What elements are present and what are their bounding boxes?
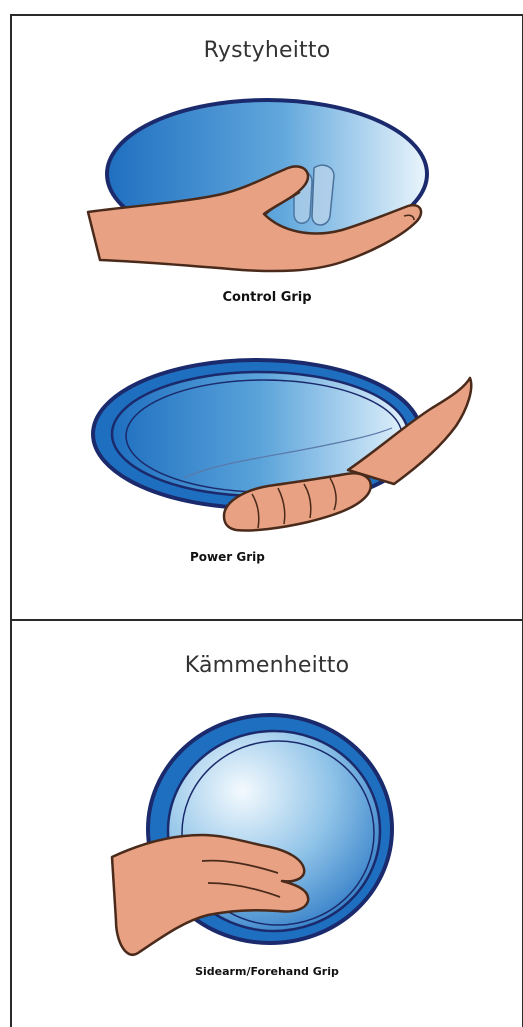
backhand-panel: Rystyheitto Control Grip — [10, 14, 523, 621]
forehand-panel: Kämmenheitto Sidearm/Forehand Grip — [10, 619, 523, 1027]
power-grip-hand-disc-icon — [93, 360, 471, 531]
grip-label-sidearm: Sidearm/Forehand Grip — [12, 965, 522, 978]
sidearm-grip-illustration — [12, 621, 523, 1021]
power-grip-illustration — [12, 16, 523, 616]
sidearm-forehand-grip-hand-disc-icon — [112, 715, 392, 955]
grip-label-power: Power Grip — [190, 550, 265, 564]
